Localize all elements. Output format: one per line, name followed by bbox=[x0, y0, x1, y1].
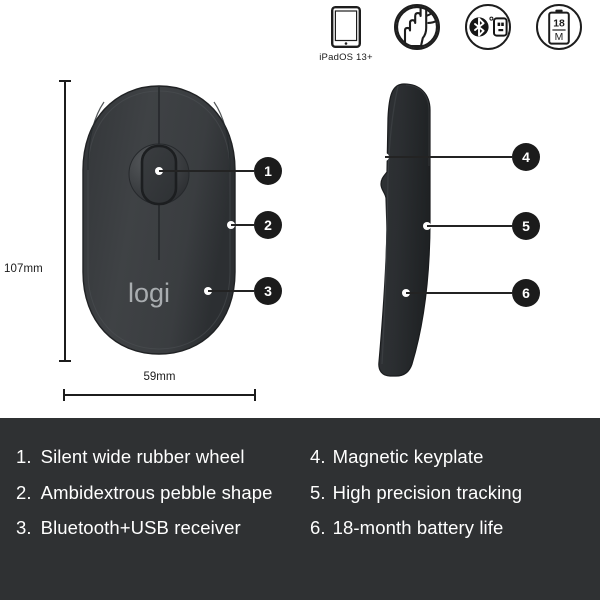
callout-1[interactable]: 1 bbox=[159, 157, 282, 185]
icon-cell-silent-click bbox=[386, 4, 448, 52]
callout-badge[interactable]: 4 bbox=[512, 143, 540, 171]
bracket-bar-horizontal bbox=[63, 394, 256, 397]
bluetooth-usb-receiver-icon bbox=[465, 4, 511, 50]
callout-leader-line bbox=[159, 170, 254, 172]
feature-icon-strip: iPadOS 13+ bbox=[315, 4, 590, 66]
width-dimension-label: 59mm bbox=[143, 371, 176, 383]
feature-text: Magnetic keyplate bbox=[332, 446, 484, 467]
battery-number: 18 bbox=[553, 19, 565, 30]
battery-18-month-icon: 18 M bbox=[536, 4, 582, 50]
height-dimension-bracket bbox=[59, 80, 71, 362]
callout-badge[interactable]: 6 bbox=[512, 279, 540, 307]
ipados-caption: iPadOS 13+ bbox=[319, 52, 373, 63]
callout-badge[interactable]: 3 bbox=[254, 277, 282, 305]
callout-badge[interactable]: 1 bbox=[254, 157, 282, 185]
feature-number: 4. bbox=[310, 446, 326, 467]
feature-item: 2. Ambidextrous pebble shape bbox=[16, 482, 294, 504]
callout-2[interactable]: 2 bbox=[231, 211, 282, 239]
callout-leader-line bbox=[231, 224, 254, 226]
bracket-cap-bottom bbox=[59, 359, 71, 362]
feature-number: 6. bbox=[310, 517, 326, 539]
feature-text: Silent wide rubber wheel bbox=[40, 446, 245, 467]
callout-leader-line bbox=[385, 156, 512, 158]
feature-text: Bluetooth+USB receiver bbox=[40, 517, 241, 539]
feature-number: 1. bbox=[16, 446, 32, 467]
icon-cell-bluetooth-usb bbox=[457, 4, 519, 52]
icon-cell-battery: 18 M bbox=[528, 4, 590, 52]
callout-leader-line bbox=[208, 290, 254, 292]
callout-3[interactable]: 3 bbox=[208, 277, 282, 305]
feature-text: 18-month battery life bbox=[332, 517, 504, 539]
callout-leader-line bbox=[406, 292, 512, 294]
brand-logo: logi bbox=[128, 278, 170, 308]
feature-text: Ambidextrous pebble shape bbox=[40, 481, 273, 503]
bracket-bar-vertical bbox=[64, 80, 67, 362]
icon-cell-ipados: iPadOS 13+ bbox=[315, 4, 377, 63]
tablet-icon bbox=[331, 4, 361, 50]
feature-item: 3. Bluetooth+USB receiver bbox=[16, 517, 294, 539]
feature-text: High precision tracking bbox=[332, 481, 523, 503]
feature-item: 4. Magnetic keyplate bbox=[310, 446, 592, 468]
battery-unit: M bbox=[555, 32, 564, 43]
feature-item: 1. Silent wide rubber wheel bbox=[16, 446, 294, 468]
width-dimension-bracket bbox=[63, 389, 256, 401]
feature-caption-panel: 1. Silent wide rubber wheel 2. Ambidextr… bbox=[0, 418, 600, 600]
mouse-top-view: logi bbox=[79, 84, 239, 356]
feature-column-left: 1. Silent wide rubber wheel 2. Ambidextr… bbox=[0, 418, 300, 600]
callout-badge[interactable]: 5 bbox=[512, 212, 540, 240]
product-stage: 107mm 59mm bbox=[0, 66, 600, 418]
feature-item: 6. 18-month battery life bbox=[310, 517, 592, 539]
callout-badge[interactable]: 2 bbox=[254, 211, 282, 239]
feature-number: 3. bbox=[16, 517, 32, 539]
silent-click-hand-icon bbox=[394, 4, 440, 50]
feature-number: 2. bbox=[16, 481, 32, 503]
callout-6[interactable]: 6 bbox=[406, 279, 540, 307]
bracket-cap-right bbox=[253, 389, 256, 401]
feature-item: 5. High precision tracking bbox=[310, 482, 592, 504]
feature-number: 5. bbox=[310, 481, 326, 503]
callout-5[interactable]: 5 bbox=[427, 212, 540, 240]
callout-4[interactable]: 4 bbox=[385, 143, 540, 171]
height-dimension-label: 107mm bbox=[4, 263, 43, 275]
feature-column-right: 4. Magnetic keyplate 5. High precision t… bbox=[300, 418, 600, 600]
callout-leader-line bbox=[427, 225, 512, 227]
